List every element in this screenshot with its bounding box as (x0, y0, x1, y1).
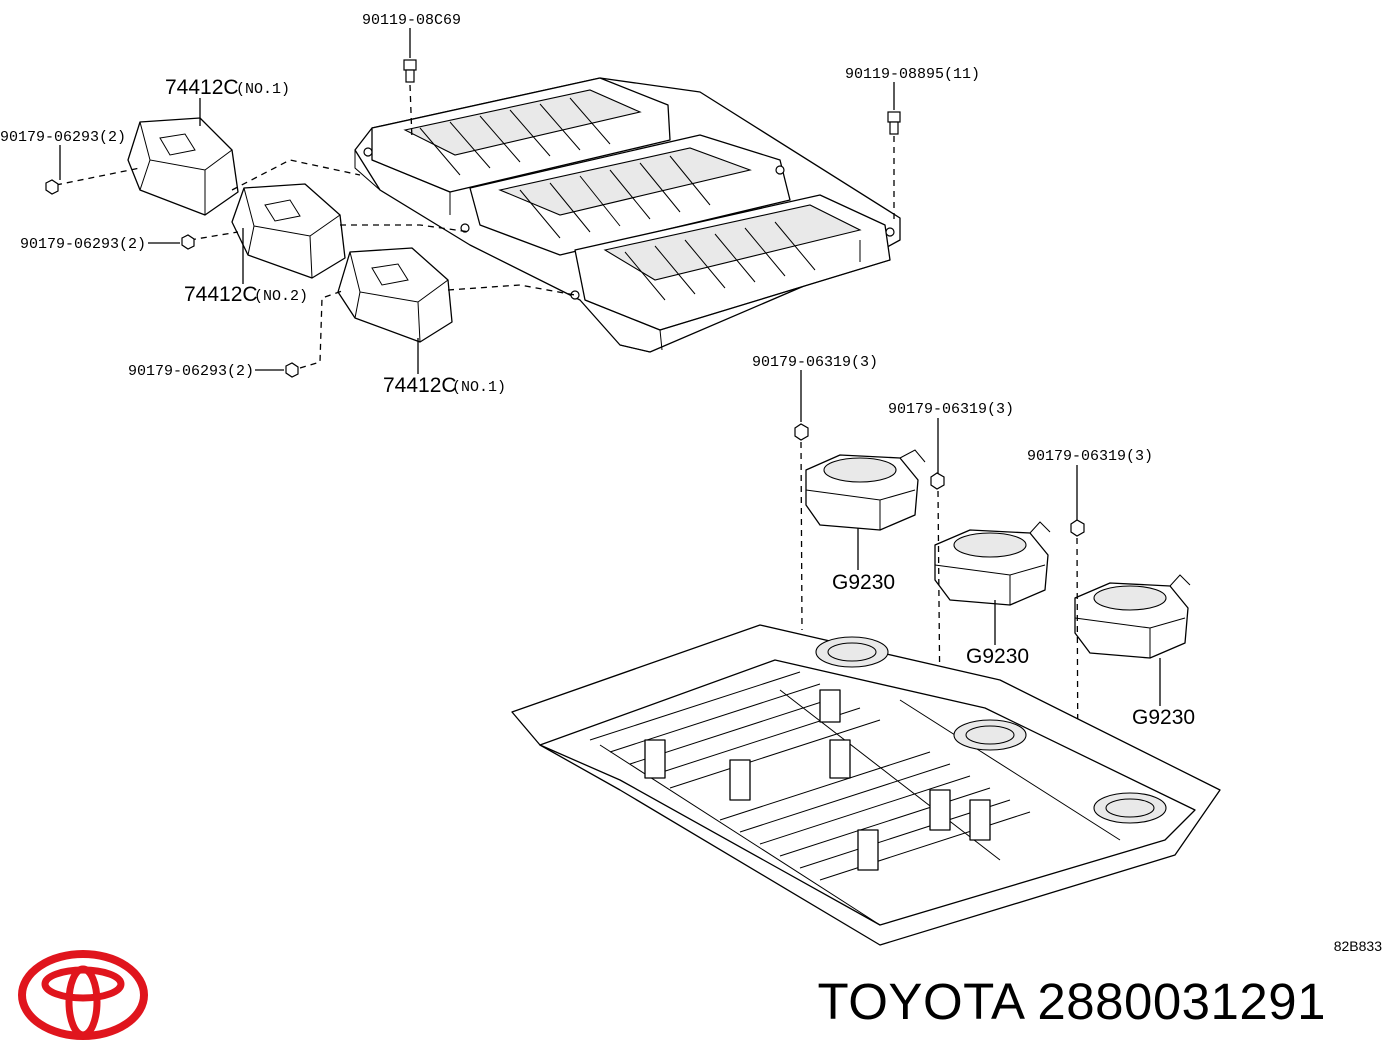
blower-fan-2 (934, 521, 1051, 606)
callout-cover-no2-code: 74412C (184, 283, 258, 306)
callout-cover-no1-top-code: 74412C (165, 76, 239, 99)
blower-fan-1 (805, 449, 926, 531)
callout-fan-2: G9230 (966, 645, 1029, 668)
callout-cover-no1-bottom-code: 74412C (383, 374, 457, 397)
leader-lines (59, 28, 1161, 706)
nut-a-icon (45, 179, 59, 195)
callout-nut-a: 90179-06293(2) (0, 129, 126, 146)
callout-fan-1: G9230 (832, 571, 895, 594)
bolt-top-icon (403, 59, 417, 83)
callout-nut-fan-3: 90179-06319(3) (1027, 448, 1153, 465)
nut-c-icon (285, 362, 299, 378)
callout-nut-fan-1: 90179-06319(3) (752, 354, 878, 371)
nut-b-icon (181, 234, 195, 250)
battery-module-stack (354, 77, 901, 353)
bolt-right-icon (887, 111, 901, 135)
callout-nut-c: 90179-06293(2) (128, 363, 254, 380)
callout-cover-no1-bottom-sub: (NO.1) (452, 379, 506, 396)
diagram-reference-code: 82B833 (1333, 938, 1382, 954)
nut-fan-1-icon (794, 423, 809, 441)
callout-bolt-top: 90119-08C69 (362, 12, 461, 29)
footer-part-title: TOYOTA 2880031291 (817, 973, 1326, 1030)
module-cover-no2 (231, 183, 346, 279)
module-cover-no1-bottom (337, 247, 453, 343)
battery-tray (511, 624, 1221, 946)
nut-fan-2-icon (930, 472, 945, 490)
blower-fan-3 (1074, 574, 1191, 659)
callout-cover-no1-top-sub: (NO.1) (236, 81, 290, 98)
callout-fan-3: G9230 (1132, 706, 1195, 729)
callout-cover-no2-sub: (NO.2) (254, 288, 308, 305)
module-cover-no1-top (127, 117, 239, 216)
nut-fan-3-icon (1070, 519, 1085, 537)
callout-bolt-right: 90119-08895(11) (845, 66, 980, 83)
toyota-logo-icon (18, 950, 148, 1040)
callout-nut-fan-2: 90179-06319(3) (888, 401, 1014, 418)
callout-nut-b: 90179-06293(2) (20, 236, 146, 253)
